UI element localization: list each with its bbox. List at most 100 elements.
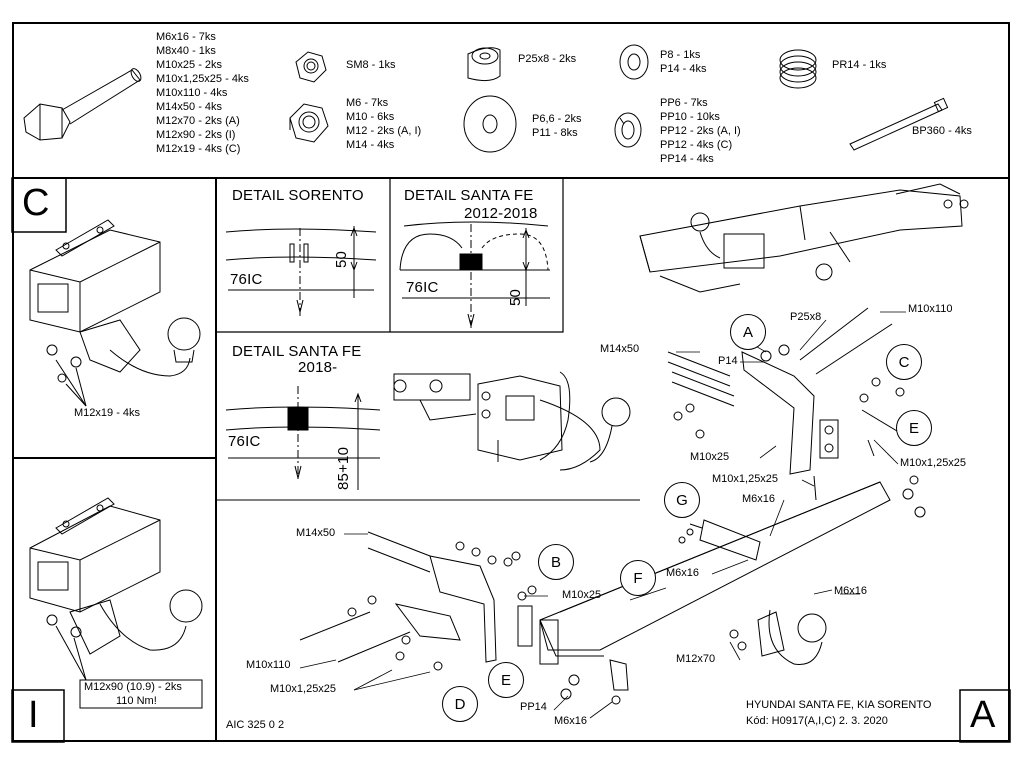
nut-item: M12 - 2ks (A, I) bbox=[346, 125, 422, 137]
spring-washer-item: PP12 - 4ks (C) bbox=[660, 139, 733, 151]
kod-label: Kód: H0917(A,I,C) 2. 3. 2020 bbox=[746, 715, 888, 727]
large-washer-list: P6,6 - 2ks P11 - 8ks bbox=[532, 112, 582, 140]
drawing-code: AIC 325 0 2 bbox=[226, 719, 285, 731]
detail-santafe-2012-lines bbox=[399, 221, 550, 330]
callout-b: B bbox=[538, 544, 574, 580]
variant-letter-i: I bbox=[28, 694, 39, 736]
spacer-label: P25x8 - 2ks bbox=[518, 53, 577, 65]
label-m6x16-bottom: M6x16 bbox=[554, 715, 588, 727]
label-p14: P14 bbox=[718, 355, 738, 367]
variant-letter-a: A bbox=[970, 694, 996, 736]
spring-washer-icon bbox=[614, 112, 642, 148]
bolt-item: M8x40 - 1ks bbox=[156, 45, 216, 57]
santafe-2018-assembly bbox=[393, 371, 631, 471]
bolt-icon bbox=[23, 68, 142, 141]
label-m10x25-bottom: M10x25 bbox=[562, 589, 602, 601]
label-pp14: PP14 bbox=[520, 701, 547, 713]
bolt-item: M10x25 - 2ks bbox=[156, 59, 223, 71]
self-lock-nut-label: SM8 - 1ks bbox=[346, 59, 396, 71]
detail-santafe-2018-dim-v: 85+10 bbox=[335, 446, 352, 490]
spring-washer-item: PP12 - 2ks (A, I) bbox=[660, 125, 741, 137]
label-m14x50-top: M14x50 bbox=[600, 343, 640, 355]
label-m6x16-a: M6x16 bbox=[742, 493, 776, 505]
detail-sorento-dim-v: 50 bbox=[333, 250, 350, 268]
detail-santafe-2018-subtitle: 2018- bbox=[298, 359, 338, 376]
detail-santafe-2018-title: DETAIL SANTA FE bbox=[232, 343, 362, 360]
nut-icon-small bbox=[295, 51, 327, 83]
label-m10x125x25-bottom: M10x1,25x25 bbox=[270, 683, 337, 695]
spring-washer-item: PP14 - 4ks bbox=[660, 153, 714, 165]
callout-a: A bbox=[730, 314, 766, 350]
bolt-item: M10x110 - 4ks bbox=[156, 87, 228, 99]
exploded-main-beam bbox=[539, 481, 891, 657]
callout-c: C bbox=[886, 344, 922, 380]
label-m10x25-top: M10x25 bbox=[690, 451, 730, 463]
drawing-sheet bbox=[12, 22, 1010, 742]
cable-tie-icon bbox=[849, 97, 949, 151]
exploded-ball bbox=[729, 609, 827, 666]
variant-letter-c: C bbox=[22, 182, 50, 224]
nut-item: M10 - 6ks bbox=[346, 111, 395, 123]
variant-i-drawing bbox=[29, 497, 203, 709]
label-m14x50-bottom: M14x50 bbox=[296, 527, 336, 539]
exploded-bracket-g bbox=[678, 519, 761, 561]
spring-washer-list: PP6 - 7ks PP10 - 10ks PP12 - 2ks (A, I) … bbox=[660, 96, 741, 166]
exploded-bolts-a bbox=[667, 307, 926, 518]
callout-d: D bbox=[442, 686, 478, 722]
spring-icon bbox=[779, 49, 817, 89]
label-m6x16-b: M6x16 bbox=[666, 567, 700, 579]
spring-washer-item: PP10 - 10ks bbox=[660, 111, 720, 123]
label-m10x110-top: M10x110 bbox=[908, 303, 953, 315]
detail-santafe-2012-dim-v: 50 bbox=[507, 288, 524, 306]
spacer-icon bbox=[467, 47, 501, 82]
exploded-bracket-b bbox=[394, 555, 559, 665]
callout-e-top: E bbox=[896, 410, 932, 446]
washer-item: P11 - 8ks bbox=[532, 127, 578, 139]
cable-tie-label: BP360 - 4ks bbox=[912, 125, 972, 137]
exploded-bolts-b bbox=[299, 531, 537, 671]
bolt-item: M14x50 - 4ks bbox=[156, 101, 223, 113]
i-bolt-label: M12x90 (10.9) - 2ks bbox=[84, 681, 182, 693]
spring-washer-item: PP6 - 7ks bbox=[660, 97, 708, 109]
washer-large-icon bbox=[463, 95, 517, 153]
detail-santafe-2012-title: DETAIL SANTA FE bbox=[404, 187, 534, 204]
nut-icon bbox=[289, 103, 329, 143]
bolt-item: M6x16 - 7ks bbox=[156, 31, 216, 43]
nut-item: M6 - 7ks bbox=[346, 97, 389, 109]
washer-item: P8 - 1ks bbox=[660, 49, 701, 61]
bolt-list: M6x16 - 7ks M8x40 - 1ks M10x25 - 2ks M10… bbox=[156, 30, 249, 156]
vehicle-label: HYUNDAI SANTA FE, KIA SORENTO bbox=[746, 699, 932, 711]
detail-santafe-2012-dim-h: 76IC bbox=[406, 279, 439, 296]
callout-g: G bbox=[664, 482, 700, 518]
variant-c-drawing bbox=[29, 219, 201, 407]
bolt-item: M12x70 - 2ks (A) bbox=[156, 115, 240, 127]
detail-santafe-2018-lines bbox=[225, 386, 381, 490]
c-bolt-label: M12x19 - 4ks bbox=[74, 407, 141, 419]
nut-list: M6 - 7ks M10 - 6ks M12 - 2ks (A, I) M14 … bbox=[346, 96, 421, 152]
detail-santafe-2018-dim-h: 76IC bbox=[228, 433, 261, 450]
spring-label: PR14 - 1ks bbox=[832, 59, 887, 71]
label-m6x16-c: M6x16 bbox=[834, 585, 868, 597]
exploded-lower bbox=[560, 659, 629, 705]
bolt-item: M12x19 - 4ks (C) bbox=[156, 143, 241, 155]
callout-e-bottom: E bbox=[488, 662, 524, 698]
washer-item: P6,6 - 2ks bbox=[532, 113, 582, 125]
detail-santafe-2012-subtitle: 2012-2018 bbox=[464, 205, 538, 222]
nut-item: M14 - 4ks bbox=[346, 139, 395, 151]
bolt-item: M10x1,25x25 - 4ks bbox=[156, 73, 249, 85]
detail-sorento-dim-h: 76IC bbox=[230, 271, 263, 288]
label-m10x110-bottom: M10x110 bbox=[246, 659, 291, 671]
washer-item: P14 - 4ks bbox=[660, 63, 707, 75]
assembled-hitch-drawing bbox=[639, 183, 969, 293]
bolt-item: M12x90 - 2ks (I) bbox=[156, 129, 236, 141]
callout-f: F bbox=[620, 560, 656, 596]
exploded-bracket-a bbox=[741, 351, 839, 475]
detail-sorento-lines bbox=[225, 226, 377, 316]
label-m10x125x25-mid: M10x1,25x25 bbox=[712, 473, 779, 485]
label-m12x70: M12x70 bbox=[676, 653, 716, 665]
label-m10x125x25-right: M10x1,25x25 bbox=[900, 457, 967, 469]
washer-small-icon bbox=[619, 44, 649, 80]
label-p25x8: P25x8 bbox=[790, 311, 822, 323]
small-washer-list: P8 - 1ks P14 - 4ks bbox=[660, 48, 706, 76]
